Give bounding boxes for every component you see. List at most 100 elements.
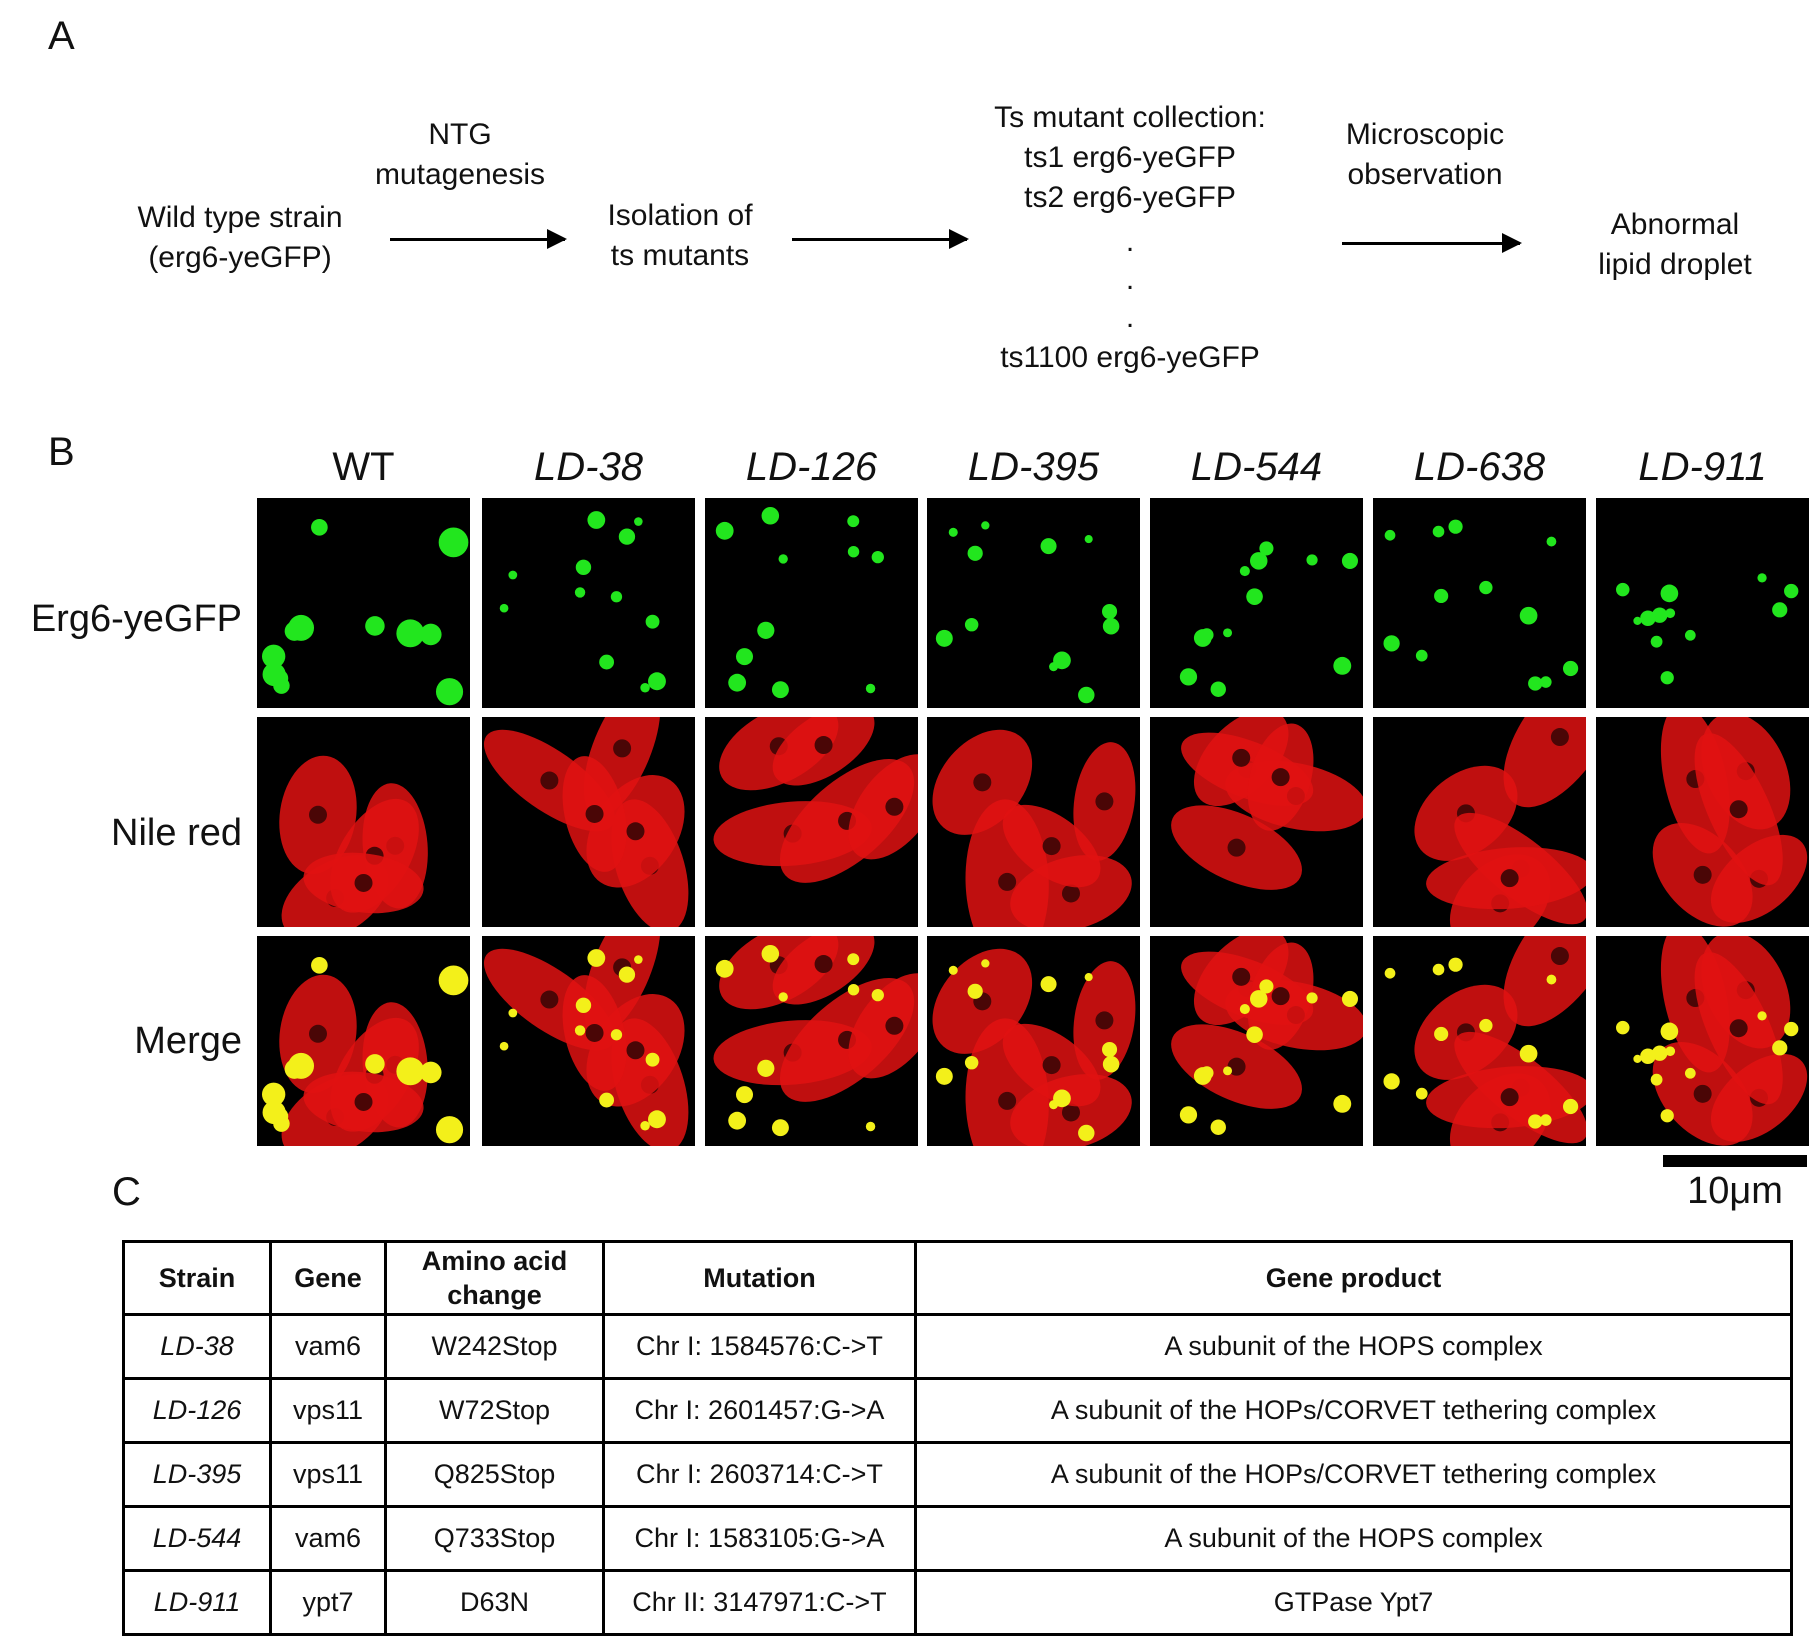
lipid-droplet bbox=[648, 1110, 666, 1129]
flow-start-line1: Wild type strain bbox=[137, 201, 343, 234]
lipid-droplet bbox=[1562, 660, 1579, 677]
lipid-droplet bbox=[771, 681, 789, 699]
lipid-droplet bbox=[1616, 1020, 1630, 1035]
vacuole bbox=[308, 805, 327, 824]
lipid-droplet bbox=[1640, 1048, 1656, 1065]
lipid-droplet bbox=[871, 550, 884, 564]
lipid-droplet bbox=[365, 616, 385, 636]
lipid-droplet bbox=[1660, 1022, 1679, 1041]
micrograph-ld-911-merge bbox=[1596, 936, 1809, 1146]
flow-step1-line2: mutagenesis bbox=[374, 158, 546, 191]
lipid-droplet bbox=[1049, 662, 1059, 672]
vacuole bbox=[814, 736, 833, 755]
cell-gene: ypt7 bbox=[269, 1569, 387, 1636]
lipid-droplet bbox=[847, 983, 860, 996]
lipid-droplet bbox=[618, 528, 636, 545]
cell-gene-product: GTPase Ypt7 bbox=[914, 1569, 1793, 1636]
lipid-droplet bbox=[847, 953, 860, 966]
lipid-droplet bbox=[1102, 1041, 1118, 1058]
micrograph-ld-126-nile-red bbox=[705, 717, 918, 927]
vacuole bbox=[626, 822, 645, 841]
cell-gene-product: A subunit of the HOPS complex bbox=[914, 1313, 1793, 1380]
lipid-droplet bbox=[284, 1059, 305, 1079]
lipid-droplet bbox=[1665, 608, 1676, 619]
lipid-droplet bbox=[1562, 1098, 1579, 1115]
vacuole bbox=[1271, 987, 1290, 1006]
vacuole bbox=[354, 873, 373, 892]
lipid-droplet bbox=[645, 614, 660, 629]
lipid-droplet bbox=[1651, 1045, 1668, 1061]
lipid-droplet bbox=[1250, 552, 1268, 570]
micrograph-ld-638-merge bbox=[1373, 936, 1586, 1146]
lipid-droplet bbox=[1084, 535, 1093, 544]
vacuole bbox=[1500, 869, 1519, 888]
lipid-droplet bbox=[396, 1057, 425, 1086]
lipid-droplet bbox=[1259, 979, 1274, 994]
cell-strain: LD-395 bbox=[122, 1441, 272, 1508]
vacuole bbox=[1095, 792, 1114, 811]
micrograph-image bbox=[1616, 573, 1799, 685]
lipid-droplet bbox=[1540, 1114, 1552, 1126]
lipid-droplet bbox=[1333, 656, 1352, 675]
vacuole bbox=[1500, 1088, 1519, 1107]
vacuole bbox=[1095, 1011, 1114, 1030]
cell-strain: LD-38 bbox=[122, 1313, 272, 1380]
lipid-droplet bbox=[1246, 588, 1263, 605]
lipid-droplet bbox=[1179, 1106, 1198, 1124]
vacuole bbox=[998, 872, 1017, 891]
table-row: LD-38 vam6 W242Stop Chr I: 1584576:C->T … bbox=[122, 1313, 1793, 1380]
cell-gene-product: A subunit of the HOPs/CORVET tethering c… bbox=[914, 1377, 1793, 1444]
micrograph-image bbox=[483, 936, 689, 1146]
vacuole bbox=[540, 990, 559, 1009]
micrograph-ld-38-nile-red bbox=[482, 717, 695, 927]
lipid-droplet bbox=[311, 956, 328, 974]
flow-end: Abnormal lipid droplet bbox=[1560, 205, 1790, 285]
lipid-droplet bbox=[1448, 519, 1463, 534]
flow-start: Wild type strain (erg6-yeGFP) bbox=[105, 198, 375, 278]
lipid-droplet bbox=[1772, 1040, 1788, 1056]
lipid-droplet bbox=[1434, 1026, 1449, 1042]
column-header-wt: WT bbox=[332, 445, 395, 489]
lipid-droplet bbox=[575, 997, 592, 1014]
cell-mutation: Chr I: 1583105:G->A bbox=[602, 1505, 917, 1572]
micrograph-ld-544-merge bbox=[1150, 936, 1363, 1146]
header-mutation: Mutation bbox=[602, 1240, 917, 1316]
lipid-droplet bbox=[981, 959, 990, 968]
lipid-droplet bbox=[767, 952, 777, 962]
column-header-ld-395: LD-395 bbox=[967, 445, 1100, 489]
lipid-droplet bbox=[778, 992, 788, 1002]
vacuole bbox=[1042, 1056, 1061, 1075]
vacuole bbox=[308, 1024, 327, 1043]
mutation-table: Strain Gene Amino acid change Mutation G… bbox=[122, 1240, 1793, 1636]
lipid-droplet bbox=[575, 559, 592, 576]
cell-gene-product: A subunit of the HOPS complex bbox=[914, 1505, 1793, 1572]
micrograph-image bbox=[713, 936, 918, 1137]
lipid-droplet bbox=[1660, 1109, 1674, 1123]
vacuole bbox=[885, 1016, 904, 1035]
vacuole bbox=[1729, 800, 1748, 819]
header-amino-acid-change: Amino acid change bbox=[384, 1240, 605, 1316]
lipid-droplet bbox=[610, 591, 623, 603]
lipid-droplet bbox=[610, 1029, 623, 1041]
cell-strain: LD-544 bbox=[122, 1505, 272, 1572]
lipid-droplet bbox=[1200, 1066, 1214, 1080]
panel-label-c: C bbox=[112, 1170, 141, 1214]
table-row: LD-395 vps11 Q825Stop Chr I: 2603714:C->… bbox=[122, 1441, 1793, 1508]
lipid-droplet bbox=[1384, 967, 1396, 979]
cell-strain: LD-911 bbox=[122, 1569, 272, 1636]
lipid-droplet bbox=[728, 673, 747, 692]
lipid-droplet bbox=[261, 1082, 286, 1107]
lipid-droplet bbox=[508, 1008, 518, 1018]
cell-strain: LD-126 bbox=[122, 1377, 272, 1444]
lipid-droplet bbox=[645, 1052, 660, 1067]
collection-dot-2: . bbox=[1125, 263, 1135, 296]
scale-bar bbox=[1663, 1155, 1807, 1167]
lipid-droplet bbox=[648, 672, 666, 691]
lipid-droplet bbox=[499, 1041, 509, 1051]
micrograph-ld-911-erg6-yegfp bbox=[1596, 498, 1809, 708]
lipid-droplet bbox=[420, 1061, 442, 1084]
micrograph-image bbox=[483, 717, 689, 927]
lipid-droplet bbox=[1434, 588, 1449, 604]
lipid-droplet bbox=[778, 554, 788, 564]
lipid-droplet bbox=[1341, 552, 1358, 569]
